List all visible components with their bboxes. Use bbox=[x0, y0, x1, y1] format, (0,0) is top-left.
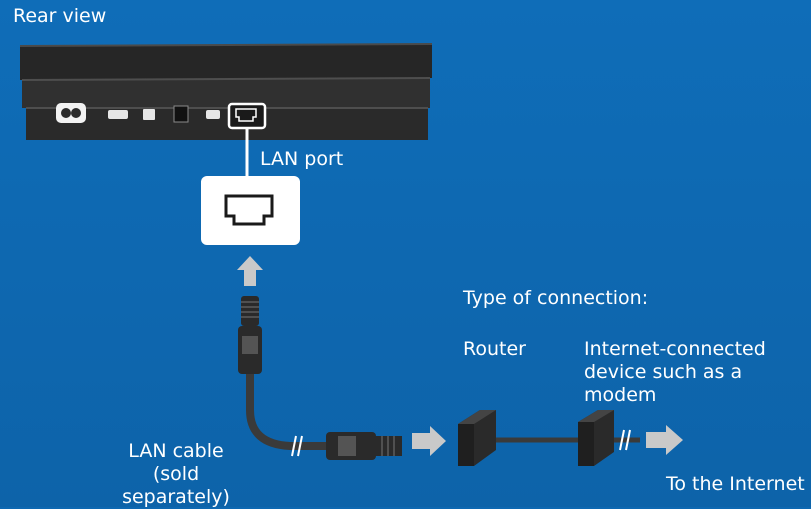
router-illustration bbox=[458, 410, 496, 466]
lan-cable-label-line1: LAN cable bbox=[128, 440, 224, 462]
lan-cable-illustration bbox=[238, 296, 402, 460]
lan-port-icon bbox=[224, 194, 274, 226]
hdmi-port-icon bbox=[108, 110, 128, 119]
lan-cable-label-line2: (sold separately) bbox=[122, 463, 230, 508]
right-arrow-icon bbox=[412, 426, 446, 456]
modem-label: Internet-connected device such as a mode… bbox=[584, 338, 766, 407]
router-label: Router bbox=[463, 338, 526, 360]
lan-cable-label: LAN cable (sold separately) bbox=[96, 440, 256, 509]
modem-label-line2: device such as a bbox=[584, 361, 743, 383]
digital-out-port-icon bbox=[143, 109, 155, 120]
modem-label-line3: modem bbox=[584, 384, 657, 406]
rear-view-label: Rear view bbox=[13, 5, 107, 27]
lan-port-highlight bbox=[227, 102, 267, 130]
up-arrow-icon bbox=[237, 256, 263, 286]
internet-arrow-icon bbox=[646, 425, 683, 455]
aux-port-icon bbox=[173, 105, 189, 123]
console-rear-illustration bbox=[19, 43, 433, 140]
connection-type-label: Type of connection: bbox=[463, 287, 649, 309]
lan-port-enlarged bbox=[201, 176, 300, 245]
lan-port-label: LAN port bbox=[260, 148, 344, 170]
modem-label-line1: Internet-connected bbox=[584, 338, 766, 360]
internet-label: To the Internet bbox=[666, 473, 805, 495]
modem-illustration bbox=[578, 410, 614, 466]
usb-port-icon bbox=[206, 110, 220, 119]
